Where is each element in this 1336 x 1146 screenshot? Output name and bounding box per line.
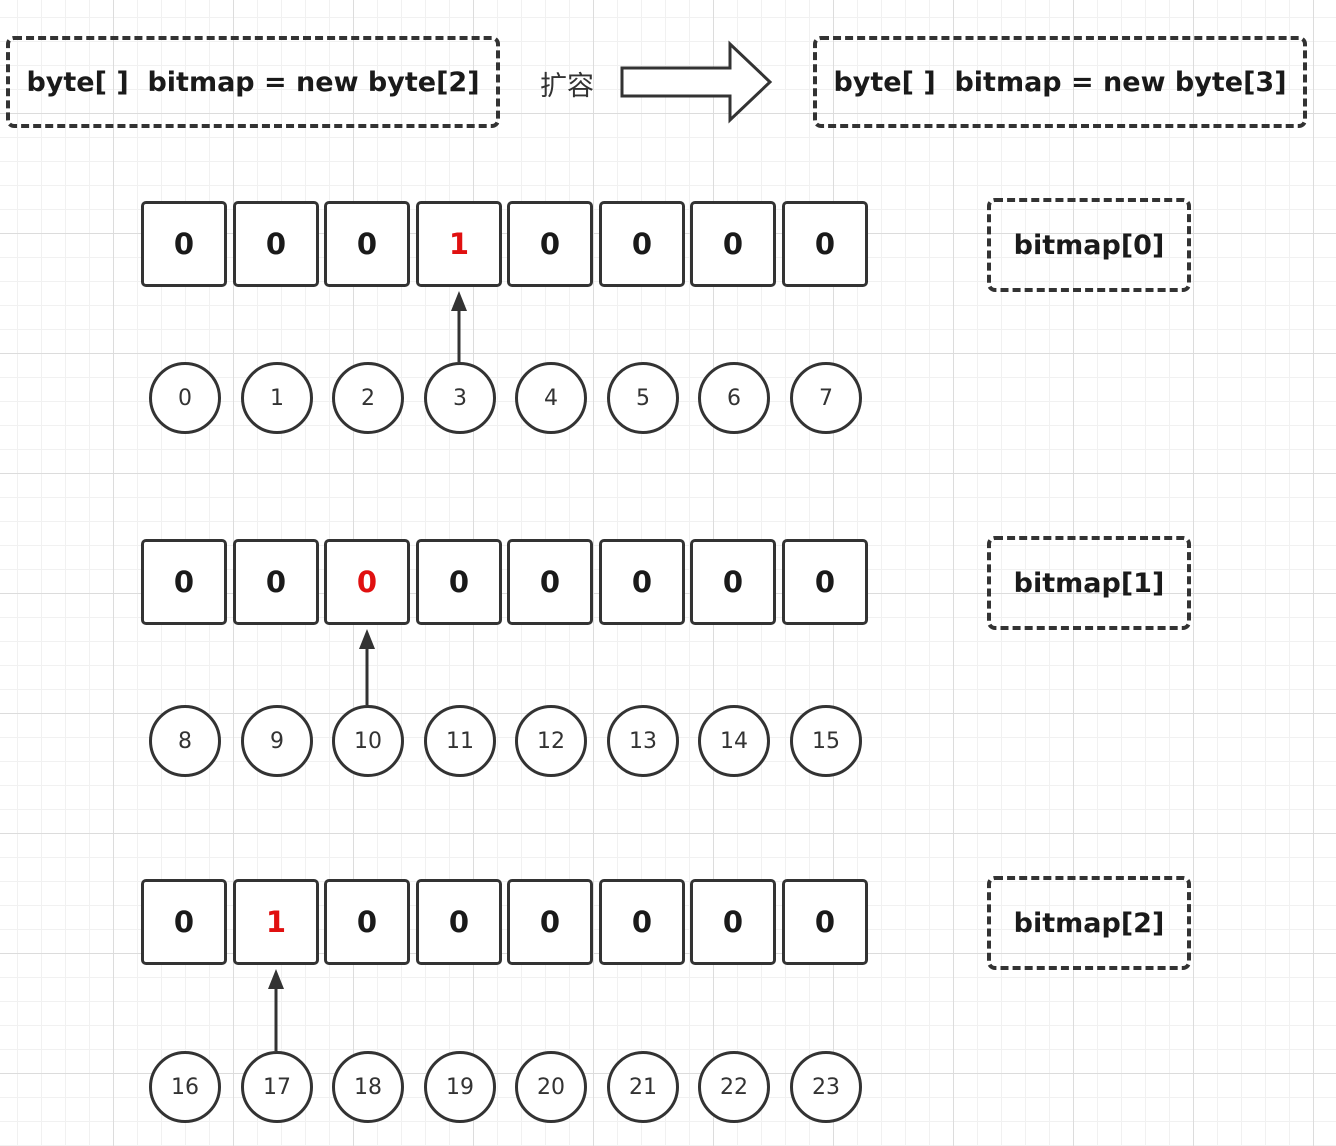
bit-cell: 0 <box>690 539 776 625</box>
bit-cell: 0 <box>141 539 227 625</box>
bit-cell: 0 <box>507 201 593 287</box>
bit-cell: 0 <box>599 539 685 625</box>
pointer-arrow-icon <box>359 629 375 705</box>
bit-index-circle: 11 <box>424 705 496 777</box>
bit-index-circle: 15 <box>790 705 862 777</box>
bit-index-circle: 19 <box>424 1051 496 1123</box>
bit-cell: 0 <box>599 201 685 287</box>
bit-index-circle: 18 <box>332 1051 404 1123</box>
bit-cell: 0 <box>141 879 227 965</box>
bit-cell: 0 <box>599 879 685 965</box>
byte-label-2: bitmap[2] <box>987 876 1191 970</box>
new-bitmap-declaration: byte[ ] bitmap = new byte[3] <box>813 36 1307 128</box>
bit-cell: 0 <box>782 539 868 625</box>
bit-index-circle: 9 <box>241 705 313 777</box>
bit-cell: 0 <box>233 539 319 625</box>
pointer-arrow-icon <box>268 969 284 1051</box>
expand-label: 扩容 <box>540 71 594 102</box>
bit-index-circle: 0 <box>149 362 221 434</box>
bit-index-circle: 3 <box>424 362 496 434</box>
bit-index-circle: 5 <box>607 362 679 434</box>
bit-index-circle: 1 <box>241 362 313 434</box>
bit-cell: 1 <box>416 201 502 287</box>
bit-index-circle: 12 <box>515 705 587 777</box>
bit-cell: 0 <box>690 201 776 287</box>
bit-index-circle: 8 <box>149 705 221 777</box>
byte-label-0: bitmap[0] <box>987 198 1191 292</box>
bit-cell: 0 <box>233 201 319 287</box>
bit-index-circle: 17 <box>241 1051 313 1123</box>
bit-index-circle: 22 <box>698 1051 770 1123</box>
bit-cell: 0 <box>141 201 227 287</box>
bit-cell: 0 <box>782 879 868 965</box>
bit-index-circle: 7 <box>790 362 862 434</box>
bit-index-circle: 10 <box>332 705 404 777</box>
bit-index-circle: 20 <box>515 1051 587 1123</box>
expand-arrow-icon <box>620 40 773 124</box>
bit-cell: 0 <box>507 539 593 625</box>
bit-cell: 0 <box>324 201 410 287</box>
old-bitmap-declaration: byte[ ] bitmap = new byte[2] <box>6 36 500 128</box>
bit-cell: 0 <box>782 201 868 287</box>
bit-index-circle: 13 <box>607 705 679 777</box>
bit-index-circle: 6 <box>698 362 770 434</box>
bit-cell: 0 <box>324 879 410 965</box>
bit-index-circle: 21 <box>607 1051 679 1123</box>
pointer-arrow-icon <box>451 291 467 362</box>
bit-cell: 0 <box>507 879 593 965</box>
bit-index-circle: 16 <box>149 1051 221 1123</box>
bit-index-circle: 4 <box>515 362 587 434</box>
bit-index-circle: 14 <box>698 705 770 777</box>
bit-index-circle: 23 <box>790 1051 862 1123</box>
bit-cell: 1 <box>233 879 319 965</box>
bit-cell: 0 <box>416 539 502 625</box>
bit-cell: 0 <box>416 879 502 965</box>
bit-index-circle: 2 <box>332 362 404 434</box>
byte-label-1: bitmap[1] <box>987 536 1191 630</box>
bit-cell: 0 <box>690 879 776 965</box>
bit-cell: 0 <box>324 539 410 625</box>
